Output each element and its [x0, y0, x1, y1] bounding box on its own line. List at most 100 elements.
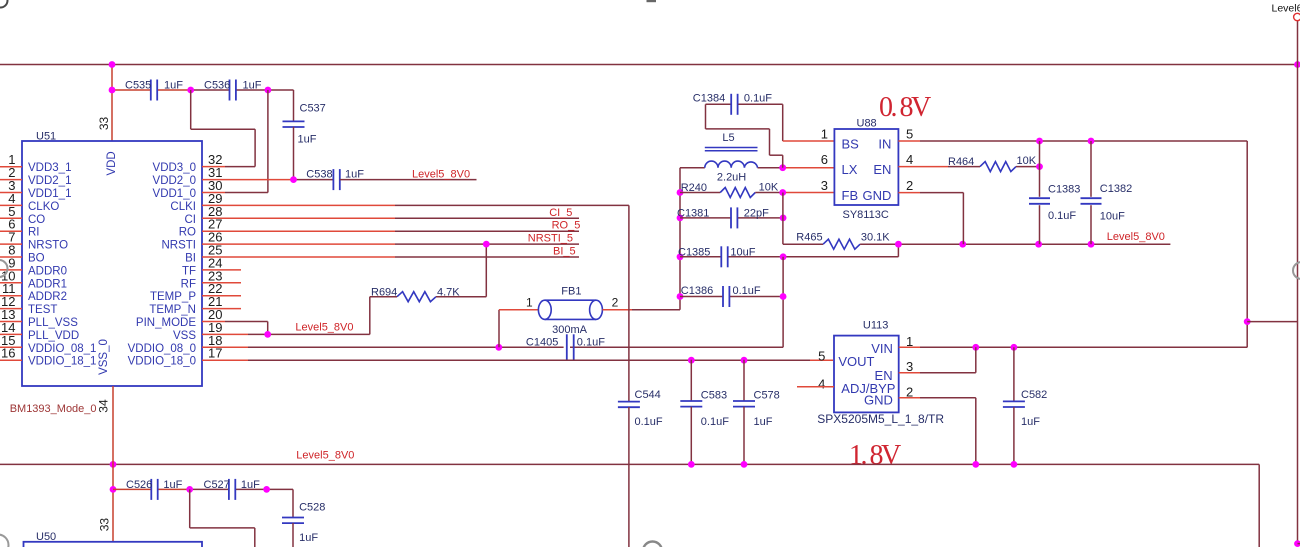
- svg-text:12: 12: [1, 294, 15, 309]
- svg-text:4: 4: [818, 376, 825, 391]
- svg-text:1uF: 1uF: [1021, 416, 1040, 428]
- svg-text:27: 27: [208, 217, 222, 232]
- svg-text:4: 4: [8, 191, 15, 206]
- svg-text:C1405: C1405: [526, 337, 558, 349]
- svg-text:1: 1: [906, 334, 913, 349]
- svg-text:11: 11: [2, 281, 16, 296]
- svg-text:VDD2_0: VDD2_0: [153, 175, 196, 187]
- svg-text:LX: LX: [842, 162, 858, 177]
- svg-text:C583: C583: [701, 389, 727, 401]
- svg-text:22: 22: [208, 281, 222, 296]
- svg-text:6: 6: [8, 217, 15, 232]
- svg-text:32: 32: [208, 152, 222, 167]
- svg-text:EN: EN: [875, 368, 893, 383]
- svg-text:Level5_8V0: Level5_8V0: [1107, 231, 1165, 243]
- svg-text:5: 5: [8, 204, 15, 219]
- svg-text:Level5_8V0: Level5_8V0: [295, 322, 353, 334]
- svg-text:1: 1: [821, 127, 828, 142]
- svg-text:BS: BS: [842, 137, 860, 152]
- svg-text:0.1uF: 0.1uF: [635, 416, 663, 428]
- svg-text:ADDR1: ADDR1: [28, 278, 67, 290]
- svg-text:PLL_VDD: PLL_VDD: [28, 330, 79, 342]
- svg-text:VOUT: VOUT: [838, 354, 874, 369]
- svg-text:C537: C537: [300, 103, 326, 115]
- svg-text:CO: CO: [28, 214, 45, 226]
- svg-text:NRSTI: NRSTI: [162, 240, 197, 252]
- svg-text:ADDR2: ADDR2: [28, 291, 67, 303]
- svg-text:VDD1_0: VDD1_0: [153, 188, 196, 200]
- svg-text:RF: RF: [181, 278, 196, 290]
- svg-text:15: 15: [1, 333, 15, 348]
- svg-text:R464: R464: [948, 156, 974, 168]
- svg-text:10uF: 10uF: [1100, 210, 1125, 222]
- svg-text:IN: IN: [878, 137, 891, 152]
- svg-text:TEST: TEST: [28, 304, 57, 316]
- svg-text:FB: FB: [842, 188, 859, 203]
- svg-text:25: 25: [208, 243, 222, 258]
- svg-text:22pF: 22pF: [744, 208, 769, 220]
- svg-text:CLKO: CLKO: [28, 201, 59, 213]
- svg-text:10: 10: [1, 268, 15, 283]
- svg-text:C535: C535: [125, 80, 151, 92]
- svg-text:26: 26: [208, 230, 222, 245]
- svg-text:C1384: C1384: [693, 93, 725, 105]
- svg-text:CI_5: CI_5: [549, 207, 572, 219]
- svg-text:SY8113C: SY8113C: [843, 209, 889, 221]
- svg-text:VSS: VSS: [173, 330, 196, 342]
- svg-text:C1383: C1383: [1048, 184, 1080, 196]
- svg-text:Level5_8V0: Level5_8V0: [412, 169, 470, 181]
- svg-text:C1385: C1385: [678, 247, 710, 259]
- svg-text:0.1uF: 0.1uF: [1048, 210, 1076, 222]
- svg-text:PIN_MODE: PIN_MODE: [136, 317, 196, 329]
- svg-text:BM1393_Mode_0: BM1393_Mode_0: [10, 403, 97, 415]
- svg-text:1: 1: [526, 296, 533, 310]
- svg-text:VDDIO_08_1: VDDIO_08_1: [28, 343, 96, 355]
- svg-text:C527: C527: [204, 479, 230, 491]
- svg-text:14: 14: [1, 320, 15, 335]
- svg-text:30: 30: [208, 178, 222, 193]
- svg-text:10K: 10K: [1017, 155, 1037, 167]
- svg-text:VDD3_0: VDD3_0: [153, 162, 196, 174]
- svg-text:1uF: 1uF: [298, 134, 317, 146]
- svg-text:1: 1: [8, 152, 15, 167]
- svg-text:BO: BO: [28, 253, 45, 265]
- svg-text:C578: C578: [754, 389, 780, 401]
- svg-text:1uF: 1uF: [163, 479, 182, 491]
- svg-text:1uF: 1uF: [164, 80, 183, 92]
- svg-text:C1382: C1382: [1100, 183, 1132, 195]
- svg-text:2: 2: [8, 165, 15, 180]
- svg-text:3: 3: [906, 359, 913, 374]
- svg-text:EN: EN: [873, 162, 891, 177]
- svg-text:Level5_8V0: Level5_8V0: [296, 449, 354, 461]
- svg-text:U113: U113: [863, 319, 888, 331]
- svg-text:C1386: C1386: [681, 285, 713, 297]
- svg-text:0.1uF: 0.1uF: [733, 285, 761, 297]
- svg-text:L5: L5: [722, 132, 734, 144]
- svg-text:FB1: FB1: [561, 286, 581, 298]
- svg-text:3: 3: [8, 178, 15, 193]
- svg-text:17: 17: [208, 346, 222, 361]
- svg-text:30.1K: 30.1K: [861, 232, 890, 244]
- svg-text:U51: U51: [36, 131, 56, 143]
- svg-text:2.2uH: 2.2uH: [717, 171, 746, 183]
- svg-text:CLKI: CLKI: [170, 201, 196, 213]
- svg-text:2: 2: [906, 385, 913, 400]
- svg-text:VSS_0: VSS_0: [98, 339, 110, 375]
- svg-text:BI_5: BI_5: [553, 246, 576, 258]
- svg-text:VDD2_1: VDD2_1: [28, 175, 71, 187]
- svg-text:ADDR0: ADDR0: [28, 265, 67, 277]
- svg-text:C544: C544: [635, 389, 661, 401]
- svg-text:13: 13: [1, 307, 15, 322]
- svg-text:Level6: Level6: [1272, 3, 1300, 15]
- svg-text:PLL_VSS: PLL_VSS: [28, 317, 78, 329]
- svg-text:1. 8V: 1. 8V: [849, 440, 901, 471]
- svg-text:0.1uF: 0.1uF: [701, 416, 729, 428]
- svg-text:1uF: 1uF: [243, 80, 262, 92]
- svg-text:5: 5: [818, 349, 825, 364]
- svg-text:VDDIO_18_0: VDDIO_18_0: [128, 356, 196, 368]
- svg-text:C538: C538: [306, 169, 332, 181]
- svg-text:1uF: 1uF: [754, 416, 773, 428]
- svg-text:19: 19: [208, 320, 222, 335]
- svg-text:8: 8: [8, 243, 15, 258]
- svg-text:0.1uF: 0.1uF: [577, 337, 605, 349]
